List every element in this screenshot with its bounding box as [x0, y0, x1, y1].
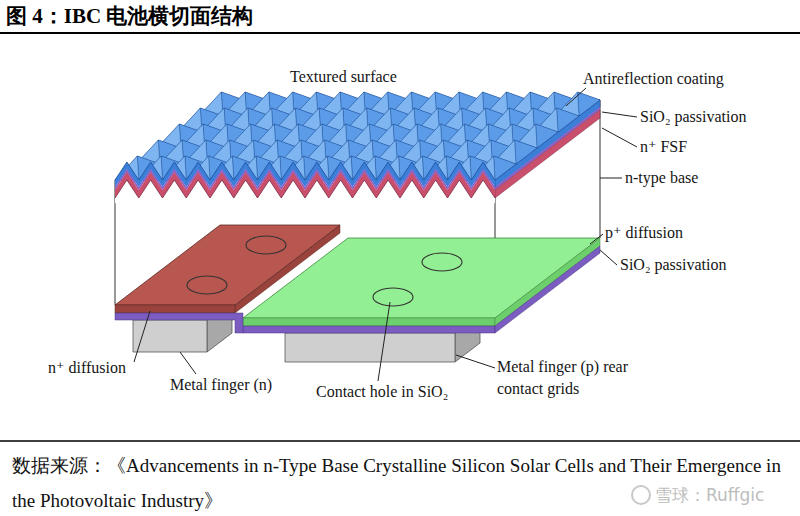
source-caption: 数据来源：《Advancements in n-Type Base Crysta…	[12, 448, 794, 516]
texture-outline	[115, 162, 495, 180]
part-label: Antireflection coating	[583, 68, 724, 90]
title-rule	[0, 32, 800, 34]
pyramid-face	[578, 92, 600, 116]
leader-line	[456, 355, 495, 368]
caption-rule	[0, 440, 800, 442]
part-label: SiO₂ passivation	[620, 254, 726, 276]
leader-line	[600, 178, 622, 179]
part-label: Metal finger (p) rear contact grids	[497, 356, 637, 400]
p-diffusion-edge	[243, 318, 495, 326]
metal-finger	[285, 333, 455, 362]
pyramid-face	[515, 140, 537, 164]
part-label: SiO₂ passivation	[640, 106, 746, 128]
part-label: Metal finger (n)	[170, 374, 272, 396]
part-label: Textured surface	[290, 66, 397, 88]
leader-line	[566, 88, 586, 106]
contact-hole	[373, 288, 413, 306]
leader-line	[602, 112, 637, 117]
part-label: n⁺ diffusion	[48, 357, 126, 379]
leader-line	[600, 250, 617, 265]
p-diffusion-edge	[495, 238, 600, 326]
leader-line	[378, 302, 390, 381]
body-edge	[600, 100, 601, 238]
pyramid-face	[536, 124, 558, 148]
contact-hole	[422, 253, 462, 271]
leader-line	[602, 128, 637, 147]
rear-sio2-layer	[243, 326, 495, 333]
pyramid-face	[557, 108, 579, 132]
leader-line	[134, 311, 150, 362]
n-diffusion-edge	[115, 305, 235, 313]
fsf-layer	[115, 172, 495, 198]
part-label: p⁺ diffusion	[605, 222, 683, 244]
leader-line	[590, 234, 603, 244]
figure-title: 图 4：IBC 电池横切面结构	[6, 3, 253, 29]
rear-sio2-layer	[495, 246, 600, 333]
watermark-icon	[632, 486, 650, 504]
leader-line	[180, 352, 196, 374]
metal-finger	[133, 320, 207, 352]
fsf-outline	[115, 180, 495, 198]
n-diffusion-layer	[115, 225, 340, 305]
rear-sio2-layer	[115, 313, 243, 333]
part-label: n⁺ FSF	[640, 136, 687, 158]
contact-hole	[187, 276, 227, 294]
contact-hole	[246, 236, 286, 254]
part-label: Contact hole in SiO₂	[316, 381, 448, 403]
part-label: n-type base	[625, 167, 698, 189]
pyramid-face	[494, 156, 516, 180]
watermark: 雪球：Ruffgic	[655, 484, 764, 506]
